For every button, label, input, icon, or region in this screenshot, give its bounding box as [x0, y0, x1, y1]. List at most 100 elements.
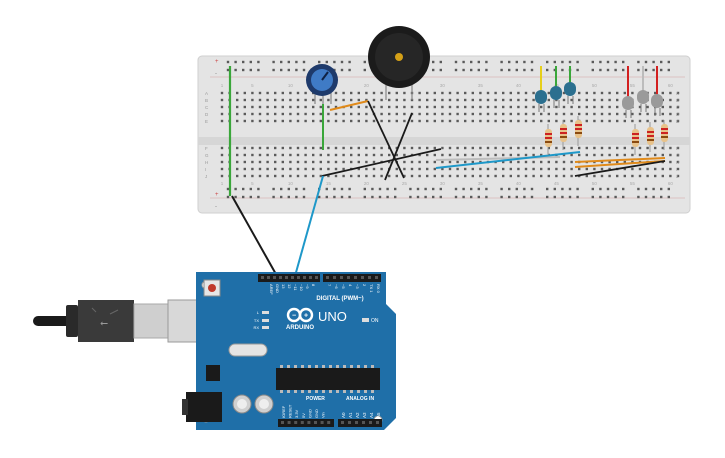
analog-pin-label-a5: A5: [376, 412, 381, 418]
row-letter-b-right: B: [676, 98, 679, 103]
black-wire-4: [574, 160, 666, 177]
row-letter-c-right: C: [676, 105, 680, 110]
pin-label-rx0: RX 0: [376, 284, 381, 294]
column-number-50-bottom: 50: [592, 181, 598, 186]
arduino-logo: − + ARDUINO: [286, 307, 314, 331]
header-analog: [338, 419, 382, 427]
power-pin-label-6: Vin: [321, 412, 326, 418]
row-letter-h-right: H: [676, 160, 679, 165]
breadboard-center-channel: [198, 137, 690, 145]
rail-plus-label-bottom: +: [215, 192, 219, 198]
pin-label-gnd: GND: [275, 284, 280, 293]
column-number-35-top: 35: [478, 83, 484, 88]
breadboard-wires: [228, 66, 666, 196]
column-number-30-bottom: 30: [440, 181, 446, 186]
cyan-wire-board: [435, 151, 581, 169]
resistors-right: [632, 120, 668, 155]
led-gray-1: [622, 96, 634, 118]
analog-in-label: ANALOG IN: [346, 396, 374, 402]
atmega-chip: [276, 368, 380, 390]
pin-label-tx1: TX 1: [369, 284, 374, 293]
power-pin-label-1: RESET: [288, 404, 293, 418]
row-letter-c: C: [205, 105, 209, 110]
arduino-board: [196, 272, 396, 430]
usb-symbol-icon: ⭠: [100, 318, 108, 329]
row-letter-g: G: [205, 153, 209, 158]
column-number-30-top: 30: [440, 83, 446, 88]
on-label: ON: [371, 318, 379, 324]
usb-cable: ⭠: [33, 299, 215, 343]
column-number-50-top: 50: [592, 83, 598, 88]
led-l-label: L: [257, 310, 260, 315]
resistor-2: [560, 120, 567, 150]
row-letter-j-right: J: [676, 174, 678, 179]
column-number-60-top: 60: [668, 83, 674, 88]
header-digital-right: [323, 274, 381, 282]
rail-minus-label-bottom: -: [215, 204, 217, 210]
pin-label-13: 13: [281, 284, 286, 289]
column-number-40-bottom: 40: [516, 181, 522, 186]
potentiometer: [306, 64, 338, 104]
column-number-5-bottom: 5: [251, 181, 254, 186]
power-pin-label-5: GND: [314, 409, 319, 418]
column-number-35-bottom: 35: [478, 181, 484, 186]
power-pin-label-4: GND: [307, 409, 312, 418]
led-rx-label: RX: [253, 325, 259, 330]
led-gray-3: [651, 94, 663, 116]
column-number-20-bottom: 20: [364, 181, 370, 186]
row-letter-f-right: F: [676, 146, 679, 151]
voltage-regulator: [206, 365, 220, 381]
row-letter-i: I: [205, 167, 206, 172]
pin-label-5: ~5: [341, 284, 346, 289]
rail-minus-label-top: -: [215, 71, 217, 77]
row-letter-d-right: D: [676, 112, 680, 117]
digital-label: DIGITAL (PWM~): [316, 296, 363, 302]
usb-plug-metal: [133, 303, 169, 339]
led-gray-2: [637, 90, 649, 112]
analog-pin-label-a3: A3: [362, 412, 367, 418]
pin-label-11: ~11: [293, 284, 298, 291]
header-power: [278, 419, 334, 427]
breadboard-holes: [220, 60, 680, 199]
power-label: POWER: [306, 396, 325, 402]
column-number-45-bottom: 45: [554, 181, 560, 186]
pin-label-4: 4: [348, 284, 353, 287]
row-letter-a-right: A: [676, 91, 679, 96]
gnd-wire: [231, 195, 278, 277]
cyan-signal-wire: [294, 175, 324, 277]
column-number-55-bottom: 55: [630, 181, 636, 186]
row-letter-d: D: [205, 112, 209, 117]
column-number-1-bottom: 1: [221, 181, 224, 186]
resistor-4: [632, 124, 639, 155]
black-wire-2: [367, 100, 405, 179]
orange-wire-1: [574, 157, 666, 163]
row-letter-g-right: G: [676, 153, 680, 158]
usb-cable-cord: [33, 316, 73, 326]
column-number-10-top: 10: [288, 83, 294, 88]
column-number-60-bottom: 60: [668, 181, 674, 186]
reset-button-cap[interactable]: [208, 284, 216, 292]
orange-wire-2: [574, 160, 666, 168]
svg-text:−: −: [292, 313, 296, 320]
black-wire-3: [384, 112, 413, 181]
column-number-15-bottom: 15: [326, 181, 332, 186]
led-blue-2: [550, 86, 562, 108]
black-wire-1: [321, 148, 442, 177]
row-letter-j: J: [205, 174, 207, 179]
pin-label-aref: AREF: [269, 284, 274, 295]
resistor-5: [647, 122, 654, 152]
column-number-20-top: 20: [364, 83, 370, 88]
rail-plus-label-top: +: [215, 59, 219, 65]
column-number-10-bottom: 10: [288, 181, 294, 186]
column-number-5-top: 5: [251, 83, 254, 88]
usb-plug-body: [78, 300, 134, 342]
row-letter-b: B: [205, 98, 208, 103]
analog-pin-label-a1: A1: [348, 412, 353, 418]
led-blue-1: [535, 90, 547, 112]
